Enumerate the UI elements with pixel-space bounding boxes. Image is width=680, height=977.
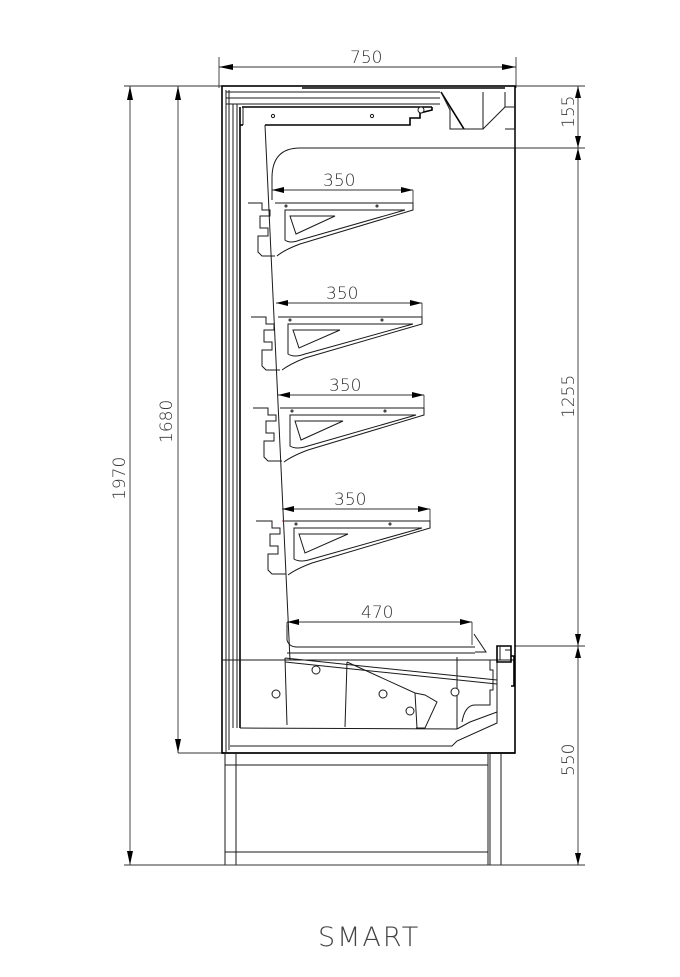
dimension-total-height: 1970 [110,85,222,866]
display-opening-label: 1255 [559,375,579,418]
dimension-cabinet-height: 1680 [157,86,222,754]
cabinet-height-label: 1680 [157,400,177,443]
shelf-3-depth-label: 350 [329,376,361,396]
shelf-1: 350 [248,171,414,257]
shelf-1-depth-label: 350 [323,171,355,191]
bottom-deck-depth-label: 470 [361,603,393,623]
dimension-display-opening: 1255 [515,148,585,647]
cabinet-body [221,85,516,754]
shelf-3: 350 [253,376,425,463]
base-height-label: 550 [559,744,579,776]
canopy-height-label: 155 [559,96,579,128]
shelf-2: 350 [251,284,423,371]
total-height-label: 1970 [110,457,130,500]
model-title: SMART [318,922,420,953]
dimension-overall-depth: 750 [218,48,517,88]
shelf-4: 350 [256,490,431,576]
shelf-2-depth-label: 350 [326,284,358,304]
base-stand [130,752,540,866]
overall-depth-label: 750 [350,48,382,68]
dimension-base-height: 550 [490,646,585,866]
shelf-4-depth-label: 350 [334,490,366,510]
evaporator-tank [222,645,515,754]
bottom-deck: 470 [286,603,487,654]
dimension-canopy-height: 155 [510,85,585,149]
